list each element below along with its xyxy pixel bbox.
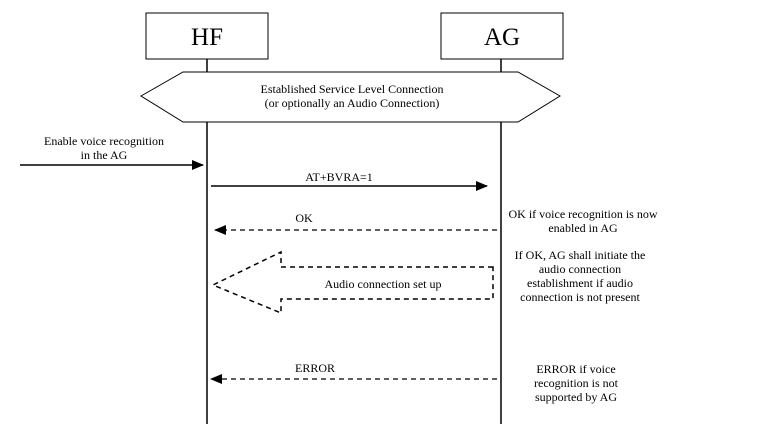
audio-setup-message: Audio connection set up If OK, AG shall …	[211, 248, 646, 315]
hf-box	[145, 12, 269, 60]
ag-participant: AG	[440, 12, 564, 60]
slc-shape	[140, 71, 561, 123]
error-label: ERROR	[295, 361, 335, 375]
ok-note-line1: OK if voice recognition is now	[509, 207, 658, 221]
audio-note-line3: establishment if audio	[527, 276, 633, 290]
slc-hexagon: Established Service Level Connection (or…	[140, 71, 561, 123]
at-bvra-message: AT+BVRA=1	[211, 170, 488, 191]
error-note-line1: ERROR if voice	[536, 362, 615, 376]
ok-label: OK	[295, 211, 313, 225]
trigger-line1: Enable voice recognition	[44, 134, 164, 148]
ok-note-line2: enabled in AG	[548, 221, 618, 235]
slc-line1: Established Service Level Connection	[261, 82, 444, 96]
error-note-line2: recognition is not	[534, 376, 619, 390]
hf-label: HF	[191, 24, 223, 51]
audio-note-line4: connection is not present	[520, 290, 640, 304]
audio-note-line2: audio connection	[539, 262, 621, 276]
ok-message: OK OK if voice recognition is now enable…	[214, 207, 658, 235]
error-message: ERROR ERROR if voice recognition is not …	[210, 361, 619, 404]
ag-label: AG	[484, 24, 520, 51]
slc-line2: (or optionally an Audio Connection)	[265, 96, 440, 110]
audio-note-line1: If OK, AG shall initiate the	[515, 248, 646, 262]
hf-participant: HF	[145, 12, 269, 60]
at-bvra-label: AT+BVRA=1	[305, 170, 373, 184]
ag-box	[440, 12, 564, 60]
error-note-line3: supported by AG	[535, 390, 617, 404]
trigger-message: Enable voice recognition in the AG	[20, 134, 204, 170]
audio-setup-label: Audio connection set up	[325, 277, 442, 291]
trigger-line2: in the AG	[81, 148, 128, 162]
